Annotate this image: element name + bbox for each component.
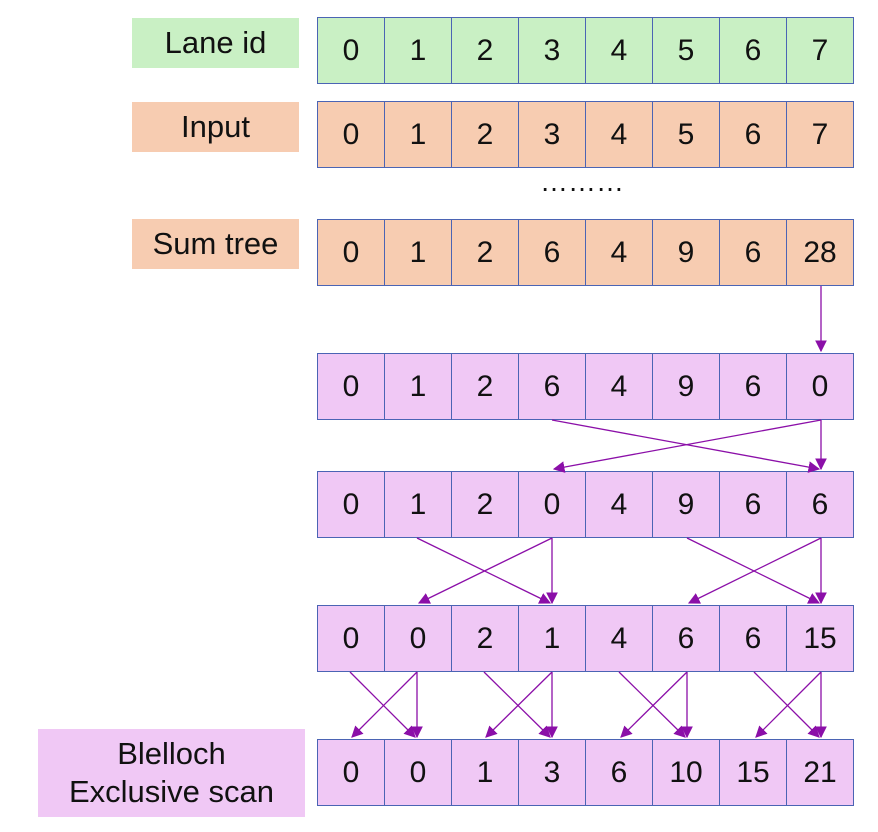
lane-id-cell: 4 [585,18,652,83]
input-cell: 3 [518,102,585,167]
scan-step-cell: 1 [384,472,451,537]
sum-tree-cell: 1 [384,220,451,285]
sum-tree-cell: 6 [518,220,585,285]
scan-step-cell: 0 [342,369,360,403]
exclusive-scan-cell: 1 [451,740,518,805]
arrow [417,537,553,604]
scan-step-cell: 6 [719,606,786,671]
arrow [485,671,553,738]
scan-step-cell: 9 [652,354,719,419]
exclusive-scan-cell: 15 [719,740,786,805]
input-cell: 0 [342,117,360,151]
blelloch-exclusive-scan-label: Blelloch Exclusive scan [38,729,305,817]
exclusive-scan-cell: 21 [786,740,853,805]
sum-tree-row: 0 1 2 6 4 9 6 28 [317,219,854,286]
arrow [755,671,822,738]
exclusive-scan-cell: 6 [585,740,652,805]
input-cell: 6 [719,102,786,167]
arrow [351,671,418,738]
sum-tree-cell: 9 [652,220,719,285]
arrow [552,419,822,473]
scan-step-cell: 2 [451,354,518,419]
input-cell: 7 [786,102,853,167]
scan-step-cell: 4 [585,606,652,671]
input-label: Input [132,102,299,152]
arrow [620,671,688,738]
scan-step-cell: 6 [786,472,853,537]
lane-id-row: 0 1 2 3 4 5 6 7 [317,17,854,84]
sum-tree-cell: 6 [719,220,786,285]
sum-tree-cell: 28 [786,220,853,285]
scan-step-cell: 0 [342,621,360,655]
arrow [618,671,686,738]
sum-tree-label: Sum tree [132,219,299,269]
scan-step-cell: 0 [518,472,585,537]
input-cell: 5 [652,102,719,167]
scan-step-cell: 6 [719,472,786,537]
scan-step-cell: 9 [652,472,719,537]
scan-step-cell: 2 [451,472,518,537]
scan-step-cell: 6 [719,354,786,419]
scan-step-cell: 1 [518,606,585,671]
scan-step-cell: 6 [518,354,585,419]
exclusive-scan-cell: 0 [384,740,451,805]
exclusive-scan-row: 0 0 1 3 6 10 15 21 [317,739,854,806]
sum-tree-cell: 2 [451,220,518,285]
lane-id-cell: 0 [342,33,360,67]
scan-step-cell: 0 [384,606,451,671]
scan-step-cell: 0 [342,487,360,521]
arrow [687,537,822,604]
input-row: 0 1 2 3 4 5 6 7 [317,101,854,168]
clear-last-row: 0 1 2 6 4 9 6 0 [317,353,854,420]
down-sweep-2-row: 0 0 2 1 4 6 6 15 [317,605,854,672]
lane-id-cell: 5 [652,18,719,83]
sum-tree-cell: 4 [585,220,652,285]
scan-step-cell: 1 [384,354,451,419]
input-cell: 1 [384,102,451,167]
arrow [753,671,820,738]
scan-step-cell: 4 [585,472,652,537]
exclusive-scan-cell: 0 [342,755,360,789]
lane-id-cell: 2 [451,18,518,83]
exclusive-scan-cell: 3 [518,740,585,805]
arrow [349,671,416,738]
scan-step-cell: 6 [652,606,719,671]
ellipsis: ……… [540,166,624,197]
scan-step-cell: 15 [786,606,853,671]
exclusive-scan-cell: 10 [652,740,719,805]
lane-id-cell: 6 [719,18,786,83]
input-cell: 2 [451,102,518,167]
sum-tree-cell: 0 [342,235,360,269]
lane-id-cell: 7 [786,18,853,83]
lane-id-cell: 3 [518,18,585,83]
lane-id-cell: 1 [384,18,451,83]
arrow [686,537,821,604]
down-sweep-1-row: 0 1 2 0 4 9 6 6 [317,471,854,538]
scan-step-cell: 0 [786,354,853,419]
input-cell: 4 [585,102,652,167]
lane-id-label: Lane id [132,18,299,68]
scan-step-cell: 2 [451,606,518,671]
arrow [416,537,552,604]
arrow [483,671,551,738]
scan-step-cell: 4 [585,354,652,419]
